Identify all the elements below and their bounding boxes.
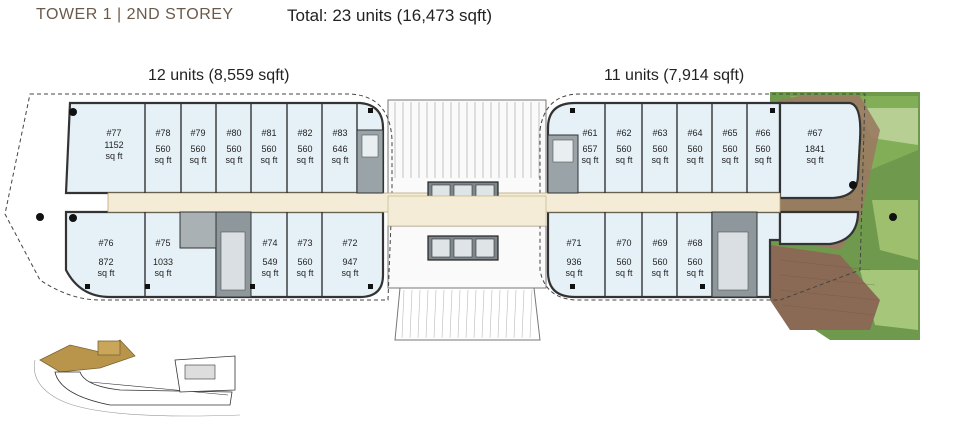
- unit-area-unit: sq ft: [105, 151, 123, 161]
- unit-area: 560: [687, 144, 702, 154]
- unit-area: 1152: [104, 140, 123, 150]
- unit-number: #65: [722, 128, 737, 138]
- unit-number: #63: [652, 128, 667, 138]
- unit-number: #77: [106, 128, 121, 138]
- unit-area: 947: [342, 257, 357, 267]
- unit-area-unit: sq ft: [754, 155, 772, 165]
- unit-area: 646: [332, 144, 347, 154]
- unit-number: #78: [155, 128, 170, 138]
- total-summary: Total: 23 units (16,473 sqft): [287, 6, 493, 25]
- unit-number: #69: [652, 238, 667, 248]
- unit-area: 560: [652, 144, 667, 154]
- unit-number: #75: [155, 238, 170, 248]
- unit-area-unit: sq ft: [154, 155, 172, 165]
- unit-number: #61: [582, 128, 597, 138]
- unit-area: 1841: [805, 144, 825, 154]
- unit-area: 872: [98, 257, 113, 267]
- unit-area: 560: [616, 257, 631, 267]
- unit-area-unit: sq ft: [154, 268, 172, 278]
- unit-area: 560: [687, 257, 702, 267]
- structural-columns: [36, 108, 897, 289]
- unit-area-unit: sq ft: [581, 155, 599, 165]
- unit-number: #81: [261, 128, 276, 138]
- unit-number: #62: [616, 128, 631, 138]
- unit-area: 560: [652, 257, 667, 267]
- unit-area-unit: sq ft: [97, 268, 115, 278]
- unit-area-unit: sq ft: [261, 268, 279, 278]
- unit-area: 560: [190, 144, 205, 154]
- unit-area: 560: [261, 144, 276, 154]
- right-top-partitions: [604, 103, 781, 193]
- unit-area-unit: sq ft: [651, 268, 669, 278]
- unit-area-unit: sq ft: [806, 155, 824, 165]
- unit-number: #72: [342, 238, 357, 248]
- unit-area-unit: sq ft: [721, 155, 739, 165]
- unit-number: #64: [687, 128, 702, 138]
- unit-area-unit: sq ft: [341, 268, 359, 278]
- unit-number: #82: [297, 128, 312, 138]
- right-wing-boundary: [539, 93, 866, 301]
- unit-number: #71: [566, 238, 581, 248]
- unit-area: 1033: [153, 257, 173, 267]
- unit-area: 936: [566, 257, 581, 267]
- unit-number: #76: [98, 238, 113, 248]
- unit-area-unit: sq ft: [686, 268, 704, 278]
- left-wing-boundary: [4, 93, 393, 301]
- unit-area: 560: [722, 144, 737, 154]
- right-wing-summary: 11 units (7,914 sqft): [604, 67, 745, 84]
- unit-number: #79: [190, 128, 205, 138]
- unit-number: #80: [226, 128, 241, 138]
- unit-area: 560: [297, 257, 312, 267]
- lift-cores: [387, 181, 547, 261]
- unit-area-unit: sq ft: [296, 155, 314, 165]
- unit-area: 560: [297, 144, 312, 154]
- unit-number: #68: [687, 238, 702, 248]
- unit-area-unit: sq ft: [331, 155, 349, 165]
- unit-number: #74: [262, 238, 277, 248]
- unit-area: 560: [616, 144, 631, 154]
- unit-number: #83: [332, 128, 347, 138]
- unit-area-unit: sq ft: [615, 155, 633, 165]
- unit-number: #66: [755, 128, 770, 138]
- unit-area: 549: [262, 257, 277, 267]
- unit-area-unit: sq ft: [615, 268, 633, 278]
- unit-area-unit: sq ft: [296, 268, 314, 278]
- unit-area: 560: [755, 144, 770, 154]
- floor-title: TOWER 1 | 2ND STOREY: [36, 6, 234, 23]
- unit-area-unit: sq ft: [651, 155, 669, 165]
- unit-area-unit: sq ft: [225, 155, 243, 165]
- unit-area: 560: [226, 144, 241, 154]
- service-cores: [179, 129, 758, 298]
- unit-number: #73: [297, 238, 312, 248]
- unit-number: #67: [807, 128, 822, 138]
- unit-area-unit: sq ft: [565, 268, 583, 278]
- unit-number: #70: [616, 238, 631, 248]
- unit-area: 657: [582, 144, 597, 154]
- left-wing-summary: 12 units (8,559 sqft): [148, 67, 290, 84]
- unit-area: 560: [155, 144, 170, 154]
- unit-area-unit: sq ft: [686, 155, 704, 165]
- unit-area-unit: sq ft: [189, 155, 207, 165]
- unit-area-unit: sq ft: [260, 155, 278, 165]
- key-plan: [33, 339, 241, 417]
